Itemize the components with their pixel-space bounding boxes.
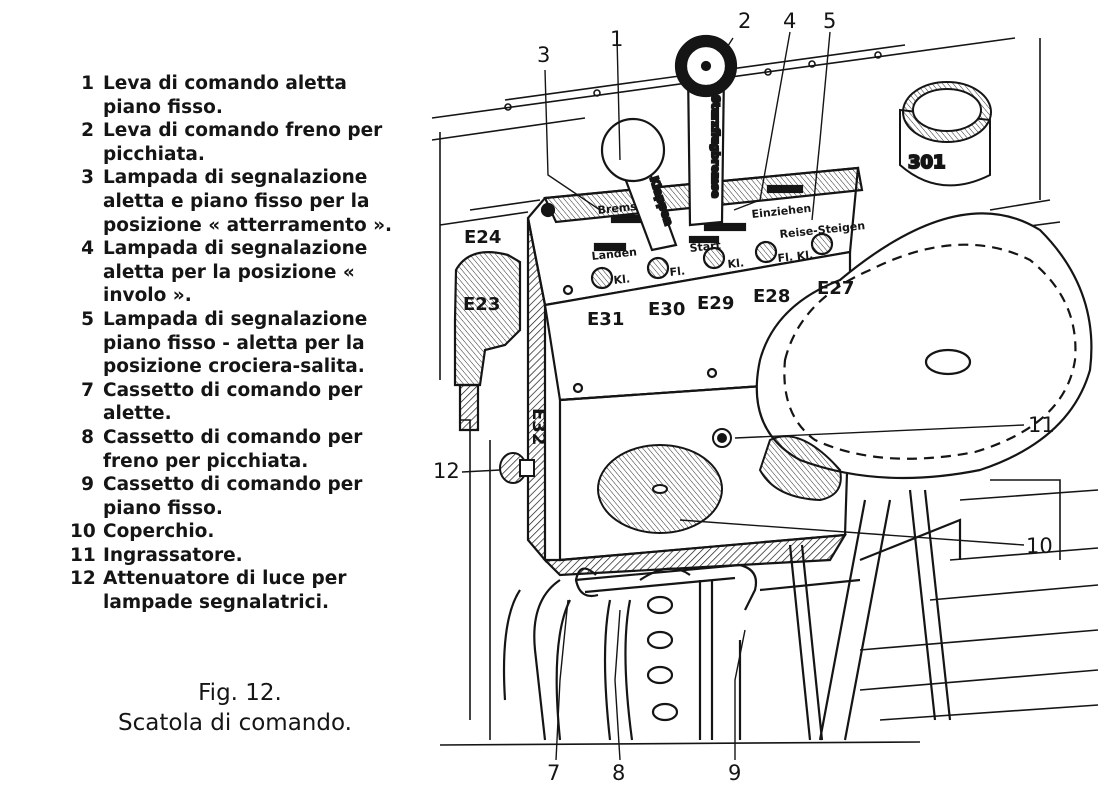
- legend-text: Ingrassatore.: [103, 544, 243, 566]
- legend-number: 11: [70, 544, 96, 566]
- legend-number: 2: [81, 120, 94, 142]
- legend-text: Lampada di segnalazione piano fisso - al…: [103, 308, 368, 378]
- filler-cap: 301: [899, 81, 992, 187]
- control-box-drawing: 301 Brems Landen Start Einziehen Reise-S…: [431, 9, 1098, 785]
- callout-3-left: 3: [537, 43, 550, 67]
- label-brems: Brems: [597, 200, 638, 217]
- lever-2-dive-brake: Sturzflugbremse: [674, 34, 738, 227]
- lever-1-flap: Klappen: [600, 117, 678, 252]
- callout-2: 2: [738, 9, 751, 33]
- legend-number: 4: [81, 238, 94, 260]
- legend-number: 7: [81, 379, 94, 401]
- legend-item: 8 Cassetto di comando per freno per picch…: [70, 426, 400, 473]
- label-kl-2: Kl.: [727, 256, 745, 271]
- legend-number: 5: [81, 308, 94, 330]
- legend-text: Cassetto di comando per alette.: [103, 379, 363, 425]
- label-start: Start: [689, 239, 721, 255]
- legend-number: 10: [70, 521, 96, 543]
- legend-item: 7 Cassetto di comando per alette.: [70, 379, 400, 426]
- legend-item: 11 Ingrassatore.: [70, 544, 400, 568]
- legend-text: Coperchio.: [103, 521, 215, 543]
- figure-number: Fig. 12.: [198, 680, 282, 706]
- connector-e27: E27: [817, 278, 854, 299]
- legend-text: Attenuatore di luce per lampade segnalat…: [103, 568, 347, 614]
- legend-list: 1 Leva di comando aletta piano fisso. 2 Le…: [70, 72, 400, 615]
- label-einziehen: Einziehen: [751, 202, 812, 221]
- connector-e29: E29: [697, 293, 734, 314]
- figure-title: Scatola di comando.: [118, 710, 352, 736]
- legend-text: Cassetto di comando per freno per picchi…: [103, 426, 363, 472]
- callout-8: 8: [612, 761, 625, 785]
- connector-e32: E32: [528, 408, 549, 445]
- legend-item: 3 Lampada di segnalazione aletta e piano …: [70, 166, 400, 237]
- legend-text: Lampada di segnalazione aletta per la po…: [103, 238, 368, 307]
- label-fl-kl: Fl. Kl.: [777, 248, 814, 265]
- legend-item: 12 Attenuatore di luce per lampade segnal…: [70, 567, 400, 614]
- label-landen: Landen: [591, 245, 638, 263]
- callout-11: 11: [1028, 413, 1055, 437]
- legend-text: Cassetto di comando per piano fisso.: [103, 474, 363, 519]
- elbow-connector-e23: [453, 251, 522, 432]
- legend-number: 12: [70, 568, 96, 590]
- callout-numbers: 3 1 2 4 5 11 10 12 7 8 9: [433, 9, 1055, 785]
- label-kl-1: Kl.: [613, 272, 631, 287]
- legend-item: 9 Cassetto di comando per piano fisso.: [70, 473, 400, 520]
- legend-item: 5 Lampada di segnalazione piano fisso - a…: [70, 308, 400, 379]
- callout-4: 4: [783, 9, 796, 33]
- callout-1: 1: [610, 27, 623, 51]
- callout-12: 12: [433, 459, 460, 483]
- callout-7: 7: [547, 761, 560, 785]
- connector-e24: E24: [464, 227, 501, 248]
- callout-10: 10: [1026, 534, 1053, 558]
- legend-text: Leva di comando aletta piano fisso.: [103, 73, 347, 118]
- legend-item: 10 Coperchio.: [70, 520, 400, 544]
- callout-9: 9: [728, 761, 741, 785]
- legend-number: 3: [81, 167, 94, 189]
- wheel-housing: [755, 212, 1093, 480]
- label-fl: Fl.: [669, 264, 686, 279]
- cap-number: 301: [908, 152, 946, 173]
- connector-labels: E24 E23 E27 E28 E29 E30 E31 E32: [463, 227, 854, 445]
- covers: [597, 428, 842, 534]
- legend-text: Leva di comando freno per picchiata.: [103, 120, 383, 165]
- connector-e23: E23: [463, 294, 500, 315]
- legend-number: 9: [81, 474, 94, 496]
- callout-5: 5: [823, 9, 836, 33]
- connector-e31: E31: [587, 309, 624, 330]
- legend-item: 1 Leva di comando aletta piano fisso.: [70, 72, 400, 119]
- figure-caption: Fig. 12. Scatola di comando.: [70, 678, 400, 738]
- cables-and-pipes: [502, 489, 962, 741]
- legend-text: Lampada di segnalazione aletta e piano f…: [103, 167, 393, 236]
- connector-e28: E28: [753, 286, 790, 307]
- legend-number: 8: [81, 426, 94, 448]
- connector-e30: E30: [648, 299, 685, 320]
- legend-item: 4 Lampada di segnalazione aletta per la p…: [70, 237, 400, 308]
- leader-lines: [461, 31, 1025, 761]
- legend-item: 2 Leva di comando freno per picchiata.: [70, 119, 400, 166]
- label-sturzflugbremse: Sturzflugbremse: [709, 95, 722, 198]
- dimmer-knob-12: [499, 452, 535, 484]
- legend-number: 1: [81, 73, 94, 94]
